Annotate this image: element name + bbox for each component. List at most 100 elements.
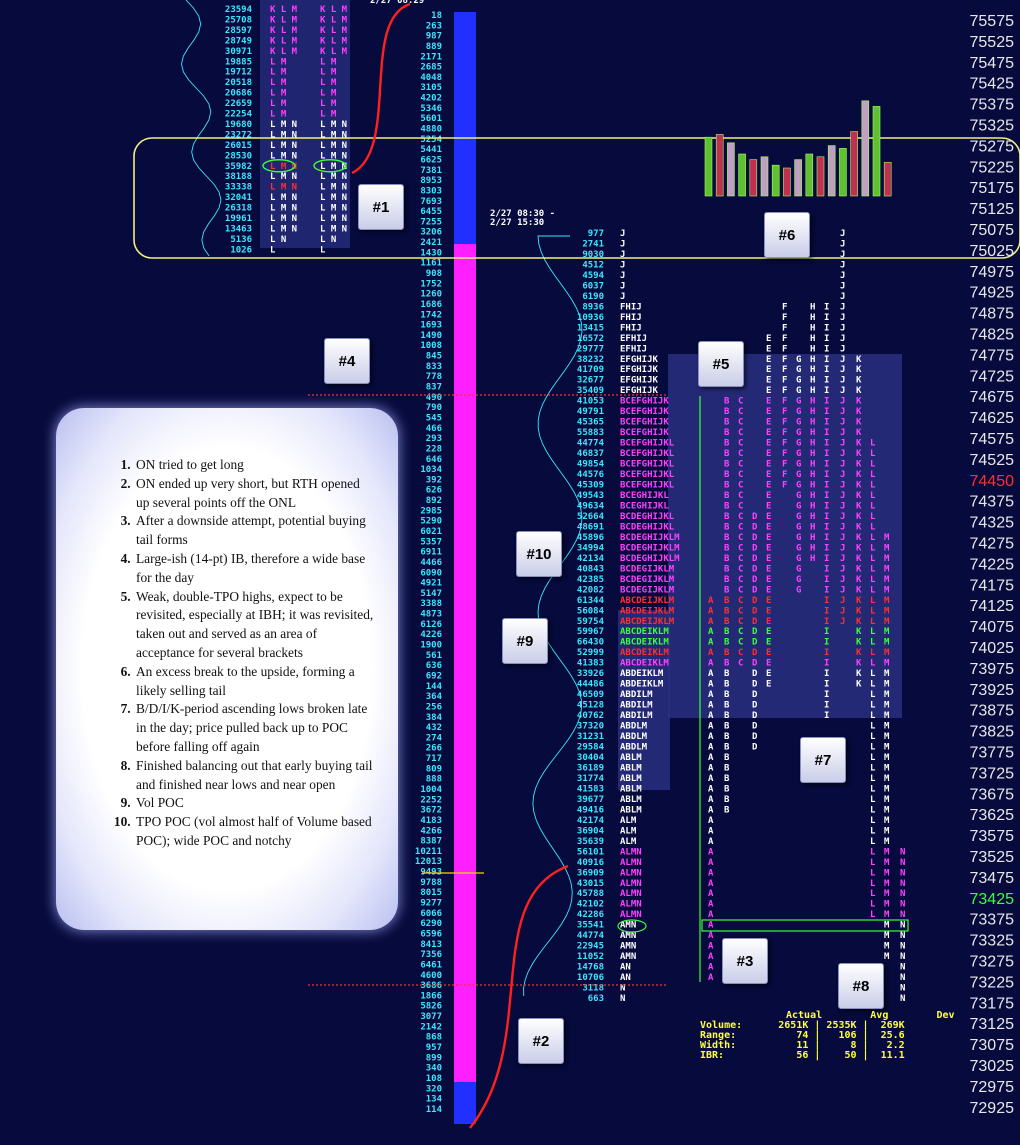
rth-letters-51: ABLM <box>620 763 642 773</box>
rth-tpo-22-K: K <box>856 460 862 470</box>
rth-letters-1: J <box>620 239 625 249</box>
rth-letters-48: ABDLM <box>620 732 648 742</box>
rth-letters-63: ALMN <box>620 889 642 899</box>
rth-tpo-17-E: E <box>766 407 771 417</box>
rth-tpo-16-I: I <box>824 397 829 407</box>
highlight-box <box>133 137 1020 259</box>
volume-column-23: 1430 <box>420 248 442 258</box>
rth-tpo-19-C: C <box>738 428 743 438</box>
rth-tpo-65-A: A <box>708 910 714 920</box>
rth-tpo-41-A: A <box>708 659 714 669</box>
overnight-letters-1: K L M <box>270 15 298 25</box>
volume-column-18: 7693 <box>420 197 442 207</box>
rth-tpo-39-I: I <box>824 638 829 648</box>
rth-tpo-43-I: I <box>824 680 829 690</box>
rth-tpo-25-I: I <box>824 491 829 501</box>
rth-letters-3: J <box>620 260 625 270</box>
rth-volume-73: 663 <box>588 994 604 1004</box>
volume-column-79: 4266 <box>420 826 442 836</box>
rth-tpo-65-M: M <box>884 910 890 920</box>
rth-tpo-24-L: L <box>870 481 876 491</box>
rth-tpo-69-N: N <box>900 952 905 962</box>
rth-tpo-66-M: M <box>884 921 890 931</box>
rth-tpo-23-J: J <box>840 470 845 480</box>
rth-letters-22: BCEFGHIJKL <box>620 460 675 470</box>
rth-tpo-40-K: K <box>856 648 862 658</box>
notes-panel: ON tried to get longON ended up very sho… <box>56 408 398 930</box>
rth-volume-26: 49634 <box>577 501 605 511</box>
rth-letters-72: N <box>620 984 625 994</box>
volume-column-78: 4183 <box>420 816 442 826</box>
price-tick-73875: 73875 <box>970 703 1015 720</box>
rth-tpo-67-M: M <box>884 931 890 941</box>
rth-tpo-50-M: M <box>884 753 890 763</box>
rth-tpo-25-E: E <box>766 491 771 501</box>
rth-tpo-51-M: M <box>884 763 890 773</box>
rth-tpo-20-E: E <box>766 439 771 449</box>
rth-tpo-37-A: A <box>708 617 714 627</box>
rth-tpo-33-D: D <box>752 575 758 585</box>
volume-column-89: 6596 <box>420 929 442 939</box>
overnight-rth-letters-14: L M N <box>320 151 347 161</box>
price-tick-73625: 73625 <box>970 807 1015 824</box>
overnight-letters-16: L M N <box>270 172 297 182</box>
rth-volume-1: 2741 <box>582 239 604 249</box>
rth-letters-31: BCDEGHIJKLM <box>620 554 680 564</box>
rth-tpo-26-H: H <box>810 501 815 511</box>
rth-tpo-24-E: E <box>766 481 771 491</box>
rth-tpo-30-H: H <box>810 543 815 553</box>
volume-column-65: 144 <box>426 682 443 692</box>
rth-volume-25: 49543 <box>577 491 604 501</box>
rth-tpo-38-K: K <box>856 627 862 637</box>
rth-volume-41: 41383 <box>577 659 604 669</box>
rth-tpo-21-H: H <box>810 449 815 459</box>
overnight-volume-7: 20518 <box>225 78 252 88</box>
price-tick-75375: 75375 <box>970 97 1015 114</box>
rth-tpo-44-D: D <box>752 690 758 700</box>
rth-tpo-23-L: L <box>870 470 876 480</box>
price-tick-73725: 73725 <box>970 765 1015 782</box>
price-tick-72975: 72975 <box>970 1079 1015 1096</box>
volume-column-25: 908 <box>426 269 442 279</box>
rth-tpo-27-K: K <box>856 512 862 522</box>
rth-letters-27: BCDEGHIJKL <box>620 512 675 522</box>
rth-tpo-9-I: I <box>824 323 829 333</box>
volume-column-94: 3686 <box>420 981 442 991</box>
rth-letters-15: EFGHIJK <box>620 386 659 396</box>
rth-tpo-35-D: D <box>752 596 758 606</box>
rth-tpo-27-E: E <box>766 512 771 522</box>
rth-tpo-1-J: J <box>840 239 845 249</box>
rth-tpo-30-M: M <box>884 543 890 553</box>
rth-tpo-32-G: G <box>796 564 801 574</box>
rth-volume-40: 52999 <box>577 648 604 658</box>
volume-bar-magenta <box>454 244 476 1082</box>
rth-volume-62: 43015 <box>577 879 604 889</box>
volume-column-93: 4600 <box>420 971 442 981</box>
rth-tpo-9-J: J <box>840 323 845 333</box>
rth-volume-71: 10706 <box>577 973 604 983</box>
rth-tpo-22-H: H <box>810 460 815 470</box>
rth-tpo-20-L: L <box>870 439 876 449</box>
arrow-2 <box>469 864 569 1129</box>
rth-tpo-23-B: B <box>724 470 730 480</box>
rth-tpo-49-A: A <box>708 743 714 753</box>
overnight-volume-14: 28530 <box>225 151 252 161</box>
rth-tpo-54-L: L <box>870 795 876 805</box>
rth-tpo-30-L: L <box>870 543 876 553</box>
rth-tpo-44-M: M <box>884 690 890 700</box>
rth-tpo-39-D: D <box>752 638 758 648</box>
rth-letters-58: ALM <box>620 837 637 847</box>
rth-tpo-40-D: D <box>752 648 758 658</box>
overnight-letters-0: K L M <box>270 5 298 15</box>
rth-tpo-13-J: J <box>840 365 845 375</box>
rth-tpo-18-C: C <box>738 418 743 428</box>
volume-column-10: 5601 <box>420 114 442 124</box>
rth-tpo-61-M: M <box>884 868 890 878</box>
rth-tpo-15-F: F <box>782 386 787 396</box>
volume-column-91: 7356 <box>420 950 442 960</box>
rth-letters-30: BCDEGHIJKLM <box>620 543 680 553</box>
rth-tpo-32-K: K <box>856 564 862 574</box>
rth-tpo-41-M: M <box>884 659 890 669</box>
rth-tpo-39-K: K <box>856 638 862 648</box>
